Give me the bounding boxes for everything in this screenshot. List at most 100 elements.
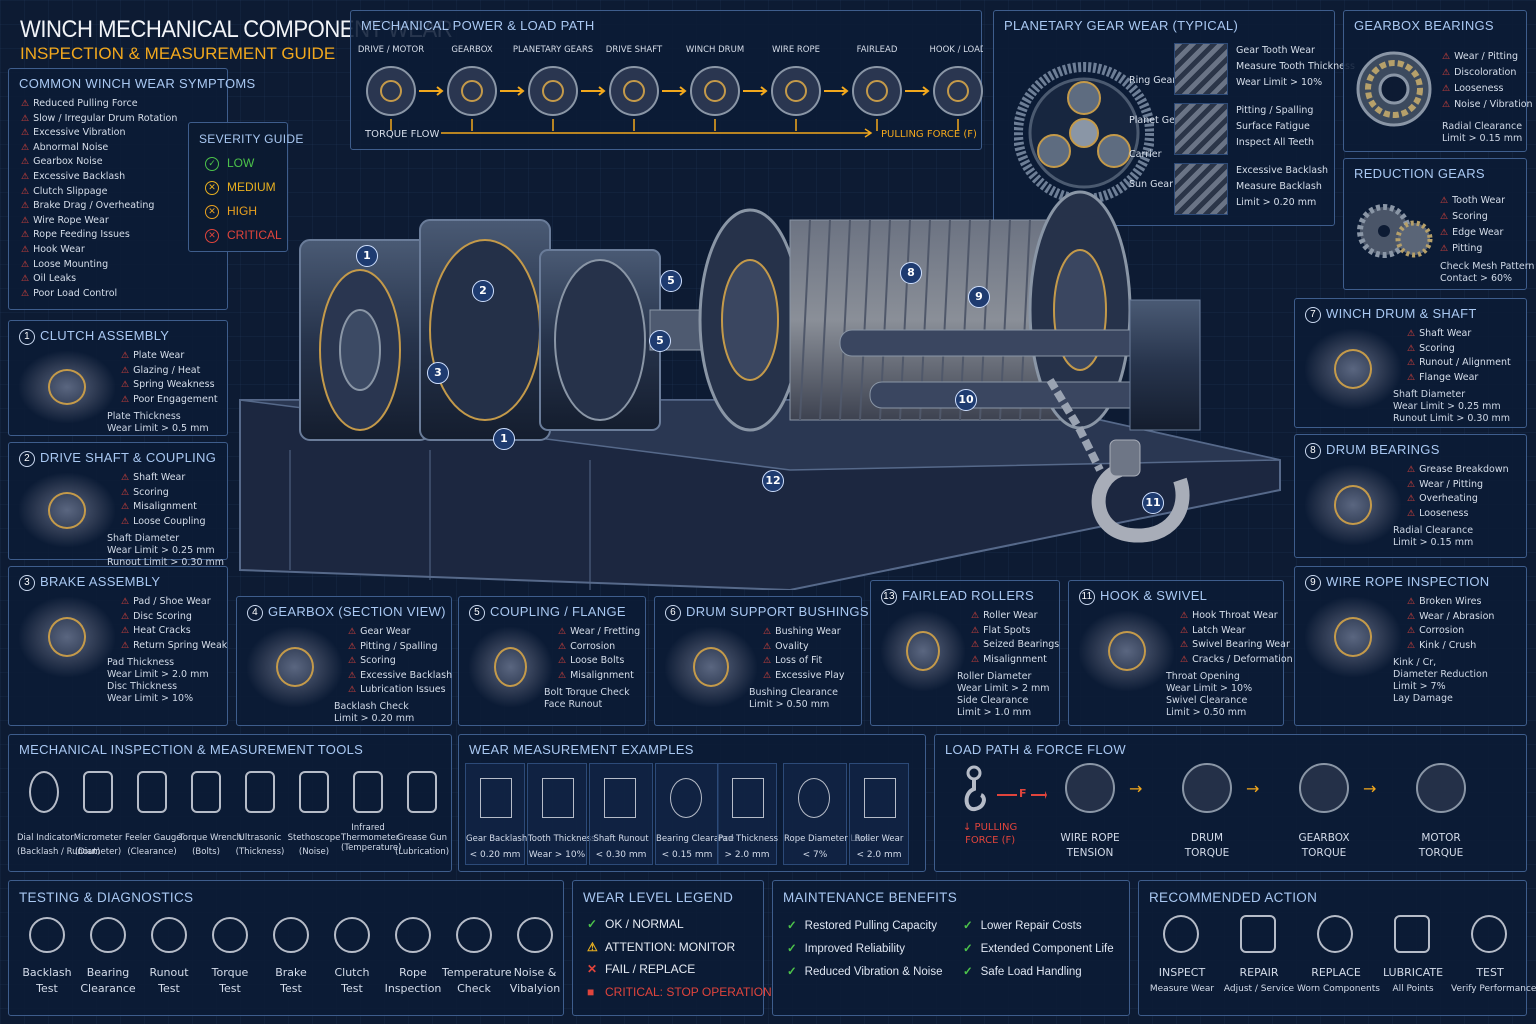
component-title-text: GEARBOX (SECTION VIEW) xyxy=(268,604,446,619)
wear-example-diagram: Roller Wear< 2.0 mm xyxy=(849,763,909,865)
tool-caption: Grease Gun(Lubrication) xyxy=(395,831,449,859)
testing-title: TESTING & DIAGNOSTICS xyxy=(19,890,194,905)
severity-level-icon: ✕ xyxy=(205,180,219,195)
callout-marker[interactable]: 9 xyxy=(968,286,990,308)
bearing-wear-item: ⚠Discoloration xyxy=(1442,65,1533,81)
component-issue: ⚠Return Spring Weak xyxy=(121,639,227,654)
callout-marker[interactable]: 5 xyxy=(660,270,682,292)
symptom-item-text: Excessive Vibration xyxy=(33,127,126,139)
severity-list: ✓LOW✕MEDIUM✕HIGH✕CRITICAL xyxy=(205,151,282,247)
component-issue: ⚠Scoring xyxy=(348,654,452,669)
symptom-item-text: Loose Mounting xyxy=(33,258,109,270)
symptom-item: ⚠Clutch Slippage xyxy=(21,185,177,200)
benefit-item: ✓ Improved Reliability xyxy=(787,938,943,961)
spec-line: Radial Clearance xyxy=(1393,525,1474,536)
symptom-item-text: Rope Feeding Issues xyxy=(33,229,130,241)
component-title-text: DRUM BEARINGS xyxy=(1326,442,1440,457)
wear-example-limit: > 2.0 mm xyxy=(724,850,770,860)
component-issue-text: Return Spring Weak xyxy=(133,639,228,651)
legend-title: WEAR LEVEL LEGEND xyxy=(583,890,734,905)
gear-icon xyxy=(1357,204,1433,258)
callout-marker[interactable]: 1 xyxy=(356,245,378,267)
power-stage-icon xyxy=(447,66,497,116)
legend-label: CRITICAL: STOP OPERATION xyxy=(605,984,772,999)
torque-flow-arrow xyxy=(441,128,873,138)
warning-icon: ⚠ xyxy=(1440,196,1449,206)
severity-level-icon: ✕ xyxy=(205,204,219,219)
warning-icon: ⚠ xyxy=(21,157,30,168)
legend-list: ✓OK / NORMAL⚠ATTENTION: MONITOR✕FAIL / R… xyxy=(587,913,772,1003)
component-issues: ⚠Shaft Wear⚠Scoring⚠Runout / Alignment⚠F… xyxy=(1407,327,1511,385)
component-issue-text: Wear / Fretting xyxy=(570,626,641,637)
benefit-item: ✓Restored Pulling Capacity xyxy=(787,915,943,938)
component-issue: ⚠Corrosion xyxy=(1407,624,1494,639)
callout-marker[interactable]: 5 xyxy=(649,330,671,352)
spec-line: Wear Limit > 10% xyxy=(1166,683,1253,694)
component-issue: ⚠Roller Wear xyxy=(971,609,1059,624)
symptom-item: ⚠Oil Leaks xyxy=(21,272,177,287)
component-issue: ⚠Loose Bolts xyxy=(558,654,640,669)
test-icon xyxy=(456,917,492,953)
symptom-item: ⚠Rope Feeding Issues xyxy=(21,228,177,243)
check-icon: ✓ xyxy=(963,920,973,932)
component-issue-text: Grease Breakdown xyxy=(1419,464,1509,475)
power-stage-icon xyxy=(366,66,416,116)
test-line2: Check xyxy=(457,982,491,995)
callout-marker[interactable]: 12 xyxy=(762,470,784,492)
callout-marker[interactable]: 8 xyxy=(900,262,922,284)
action-line1: LUBRICATE xyxy=(1382,966,1444,979)
callout-marker[interactable]: 10 xyxy=(955,389,977,411)
component-issue: ⚠Shaft Wear xyxy=(121,471,205,486)
component-issue-text: Swivel Bearing Wear xyxy=(1192,639,1290,650)
benefit-item: ✓Extended Component Life xyxy=(963,938,1114,961)
tool-sub: (Bolts) xyxy=(192,847,220,857)
warning-icon: ⚠ xyxy=(1442,100,1451,110)
component-issue: ⚠Hook Throat Wear xyxy=(1180,609,1293,624)
component-core-shape xyxy=(692,647,730,687)
planetary-check-text: Measure Backlash xyxy=(1236,181,1322,192)
load-stage-line1: DRUM xyxy=(1190,832,1224,844)
component-issue-text: Runout / Alignment xyxy=(1419,357,1511,368)
stethoscope-icon xyxy=(299,771,329,813)
legend-icon: ⚠ xyxy=(587,939,598,954)
severity-title: SEVERITY GUIDE xyxy=(199,132,304,146)
symptom-item-text: Hook Wear xyxy=(33,243,85,255)
warning-icon: ⚠ xyxy=(971,625,980,636)
load-flow-panel: LOAD PATH & FORCE FLOW F ↓ PULLING FORCE… xyxy=(934,734,1527,872)
ultrasonic-icon xyxy=(245,771,275,813)
tool-name: Infrared Thermometer xyxy=(341,823,400,843)
callout-marker[interactable]: 11 xyxy=(1142,492,1164,514)
component-title-text: BRAKE ASSEMBLY xyxy=(40,574,161,589)
load-stage-line1: WIRE ROPE xyxy=(1060,832,1120,844)
gearbox-icon xyxy=(247,627,342,707)
spec-line: Limit > 0.15 mm xyxy=(1393,537,1474,548)
power-path-title: MECHANICAL POWER & LOAD PATH xyxy=(361,18,595,33)
thermometer-icon xyxy=(353,771,383,813)
warning-icon: ⚠ xyxy=(1407,343,1416,354)
component-title-text: WIRE ROPE INSPECTION xyxy=(1326,574,1490,589)
component-number: 1 xyxy=(19,328,35,345)
power-stage-icon xyxy=(609,66,659,116)
wear-example-name: Shaft Runout xyxy=(593,834,649,844)
load-flow-arrow: → xyxy=(1246,779,1260,798)
gearbox-bearings-title: GEARBOX BEARINGS xyxy=(1354,18,1494,33)
wear-example-limit: < 2.0 mm xyxy=(856,850,902,860)
callout-marker[interactable]: 2 xyxy=(472,280,494,302)
bushings-icon xyxy=(665,627,757,707)
benefit-text: Improved Reliability xyxy=(804,943,905,955)
check-icon: ✓ xyxy=(787,943,797,955)
benefits-panel: MAINTENANCE BENEFITS ✓Restored Pulling C… xyxy=(772,880,1130,1016)
callout-marker[interactable]: 3 xyxy=(427,362,449,384)
spec-line: Plate Thickness xyxy=(107,411,181,422)
callout-marker[interactable]: 1 xyxy=(493,428,515,450)
component-issue-text: Wear / Abrasion xyxy=(1419,610,1495,622)
warning-icon: ⚠ xyxy=(1407,508,1416,519)
